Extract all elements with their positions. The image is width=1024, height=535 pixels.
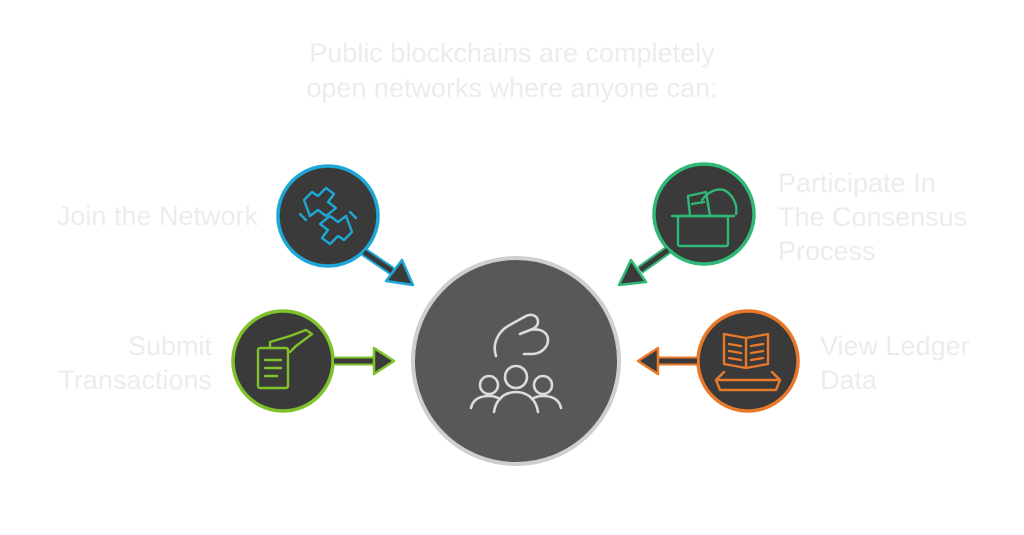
node-submit-transactions — [231, 309, 396, 413]
arrow-submit — [334, 346, 396, 376]
title-line-1: Public blockchains are completely — [309, 38, 715, 68]
title-line-2: open networks where anyone can: — [306, 73, 718, 103]
join-circle — [276, 164, 380, 268]
open-book-icon — [714, 332, 782, 392]
participate-circle — [652, 162, 756, 266]
node-view-ledger — [636, 309, 800, 413]
diagram-title: Public blockchains are completely open n… — [262, 36, 762, 106]
label-join-network: Join the Network — [56, 201, 258, 231]
arrow-join — [361, 248, 415, 287]
center-circle — [411, 256, 621, 466]
arrow-participate — [617, 246, 671, 287]
label-participate-consensus: Participate In The Consensus Process — [778, 168, 968, 266]
arrow-view — [636, 346, 697, 376]
community-hand-icon — [469, 313, 563, 414]
view-circle — [696, 309, 800, 413]
hand-document-icon — [256, 328, 314, 390]
submit-circle — [231, 309, 335, 413]
node-join-network — [276, 164, 415, 287]
center-node — [411, 256, 621, 466]
handshake-icon — [298, 186, 358, 246]
label-view-ledger: View Ledger Data — [820, 331, 970, 395]
label-submit-transactions: Submit Transactions — [58, 331, 212, 395]
node-participate-consensus — [617, 162, 756, 287]
ballot-box-icon — [670, 188, 738, 248]
